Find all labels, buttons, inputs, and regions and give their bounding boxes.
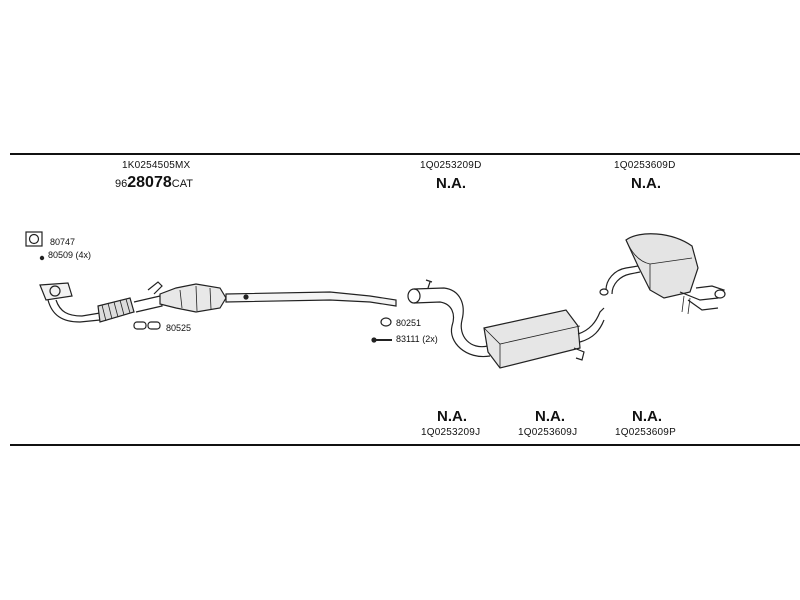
footer-part-number-3: 1Q0253609P [615,427,676,438]
header-code-1: 9628078CAT [115,174,193,192]
footer-part-number-2: 1Q0253609J [518,427,578,438]
bottom-rule [10,444,800,446]
footer-status-3: N.A. [632,408,662,425]
header-part-number-2: 1Q0253209D [420,160,482,171]
label-bolt-mid: 83111 (2x) [396,334,438,344]
gasket-icon [25,231,43,247]
header-part-number-3: 1Q0253609D [614,160,676,171]
clamp-icon-front [133,321,161,330]
label-gasket: 80747 [50,237,76,247]
middle-pipe-part [225,291,397,307]
header-status-3: N.A. [631,175,661,192]
front-muffler-part [407,279,605,369]
footer-status-1: N.A. [437,408,467,425]
footer-part-number-1: 1Q0253209J [421,427,481,438]
label-clamp-front: 80525 [166,323,192,333]
label-ring: 80251 [396,318,422,328]
catalytic-converter-part [159,283,227,313]
ring-icon-mid [380,317,392,327]
code-suffix: CAT [171,178,193,190]
label-bolt-front: 80509 (4x) [48,250,92,260]
bolt-icon-mid [371,337,392,343]
footer-status-2: N.A. [535,408,565,425]
top-rule [10,153,800,155]
rear-muffler-part [599,233,726,315]
header-status-2: N.A. [436,175,466,192]
bolt-icon-front [39,255,45,261]
header-part-number-1: 1K0254505MX [122,160,191,171]
code-prefix: 96 [115,178,128,190]
code-main: 28078 [127,174,172,191]
front-pipe-part [39,281,163,323]
